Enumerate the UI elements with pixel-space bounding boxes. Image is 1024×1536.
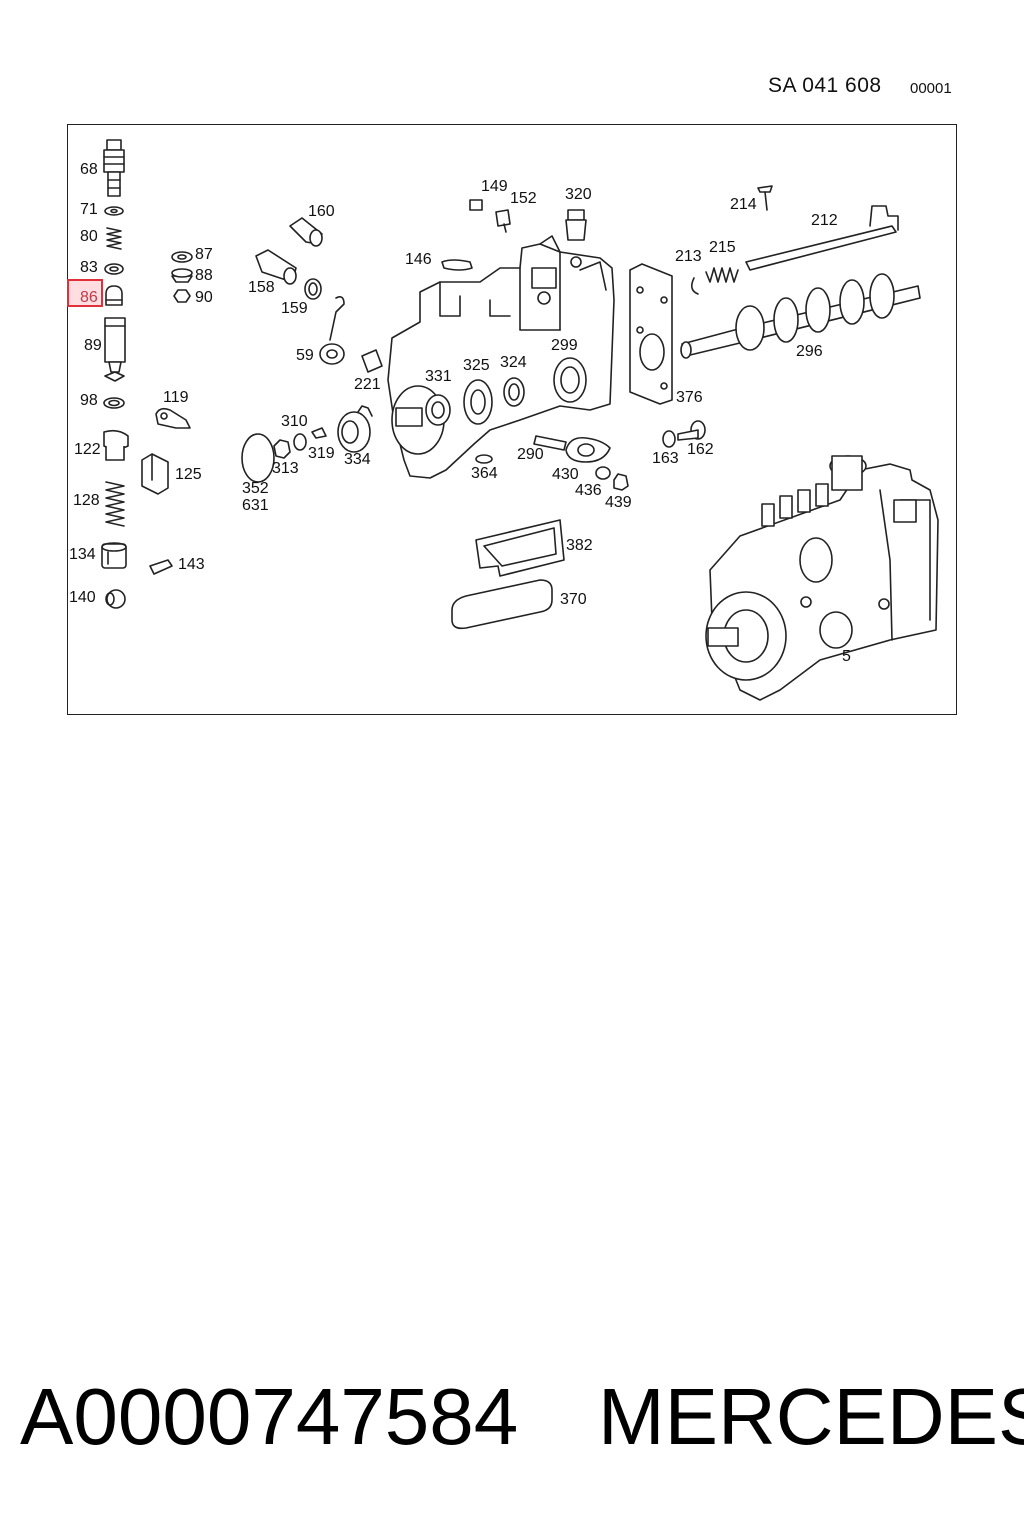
part-212-drawing [745, 205, 899, 271]
part-number: A0000747584 [20, 1372, 519, 1461]
highlight-box [67, 279, 103, 307]
part-label-89[interactable]: 89 [84, 337, 102, 354]
part-label-296[interactable]: 296 [796, 343, 823, 360]
part-label-160[interactable]: 160 [308, 203, 335, 220]
part-5-assembled-pump [705, 455, 939, 701]
part-label-71[interactable]: 71 [80, 201, 98, 218]
part-label-430[interactable]: 430 [552, 466, 579, 483]
part-label-331[interactable]: 331 [425, 368, 452, 385]
part-label-158[interactable]: 158 [248, 279, 275, 296]
part-label-86[interactable]: 86 [80, 289, 98, 306]
part-label-215[interactable]: 215 [709, 239, 736, 256]
part-label-364[interactable]: 364 [471, 465, 498, 482]
part-label-149[interactable]: 149 [481, 178, 508, 195]
part-214-drawing [757, 185, 773, 211]
part-label-324[interactable]: 324 [500, 354, 527, 371]
drawing-code: SA 041 608 [768, 74, 882, 97]
part-label-310[interactable]: 310 [281, 413, 308, 430]
part-89-drawing [104, 317, 126, 382]
part-160-drawing [289, 217, 323, 247]
part-320-drawing [565, 209, 587, 241]
part-label-88[interactable]: 88 [195, 267, 213, 284]
part-label-334[interactable]: 334 [344, 451, 371, 468]
part-label-162[interactable]: 162 [687, 441, 714, 458]
part-140-drawing [105, 589, 126, 609]
part-label-152[interactable]: 152 [510, 190, 537, 207]
part-59-drawing [319, 296, 345, 365]
part-215-spring [705, 267, 739, 283]
part-label-214[interactable]: 214 [730, 196, 757, 213]
part-label-382[interactable]: 382 [566, 537, 593, 554]
part-128-spring [105, 481, 125, 527]
part-430-drawing [565, 436, 611, 463]
part-label-134[interactable]: 134 [69, 546, 96, 563]
part-label-319[interactable]: 319 [308, 445, 335, 462]
part-label-5[interactable]: 5 [842, 648, 851, 665]
part-134-drawing [101, 542, 127, 569]
diagram-frame [67, 124, 957, 715]
part-86-drawing [105, 285, 123, 306]
part-label-320[interactable]: 320 [565, 186, 592, 203]
part-label-436[interactable]: 436 [575, 482, 602, 499]
part-label-212[interactable]: 212 [811, 212, 838, 229]
part-label-143[interactable]: 143 [178, 556, 205, 573]
part-158-drawing [255, 249, 297, 285]
part-label-299[interactable]: 299 [551, 337, 578, 354]
part-label-376[interactable]: 376 [676, 389, 703, 406]
sheet-number: 00001 [910, 80, 952, 97]
part-label-325[interactable]: 325 [463, 357, 490, 374]
part-334-drawing [337, 405, 373, 453]
part-label-83[interactable]: 83 [80, 259, 98, 276]
part-label-90[interactable]: 90 [195, 289, 213, 306]
part-label-163[interactable]: 163 [652, 450, 679, 467]
part-376-drawing [629, 263, 673, 405]
part-label-68[interactable]: 68 [80, 161, 98, 178]
pump-housing-drawing [387, 235, 615, 479]
part-label-59[interactable]: 59 [296, 347, 314, 364]
part-122-drawing [103, 429, 129, 461]
part-label-213[interactable]: 213 [675, 248, 702, 265]
part-label-290[interactable]: 290 [517, 446, 544, 463]
part-label-352[interactable]: 352 [242, 480, 269, 497]
part-68-drawing [103, 139, 125, 197]
part-label-98[interactable]: 98 [80, 392, 98, 409]
part-label-439[interactable]: 439 [605, 494, 632, 511]
part-80-spring [106, 227, 122, 250]
part-label-122[interactable]: 122 [74, 441, 101, 458]
part-label-119[interactable]: 119 [163, 389, 189, 406]
brand-name: MERCEDES [598, 1372, 1024, 1461]
part-label-631[interactable]: 631 [242, 497, 269, 514]
part-label-87[interactable]: 87 [195, 246, 213, 263]
part-label-313[interactable]: 313 [272, 460, 299, 477]
part-label-221[interactable]: 221 [354, 376, 381, 393]
part-label-370[interactable]: 370 [560, 591, 587, 608]
part-label-80[interactable]: 80 [80, 228, 98, 245]
part-296-camshaft [680, 273, 921, 359]
part-label-125[interactable]: 125 [175, 466, 202, 483]
part-label-128[interactable]: 128 [73, 492, 100, 509]
exploded-parts-drawing [101, 139, 939, 701]
part-label-146[interactable]: 146 [405, 251, 432, 268]
part-label-140[interactable]: 140 [69, 589, 96, 606]
part-label-159[interactable]: 159 [281, 300, 308, 317]
